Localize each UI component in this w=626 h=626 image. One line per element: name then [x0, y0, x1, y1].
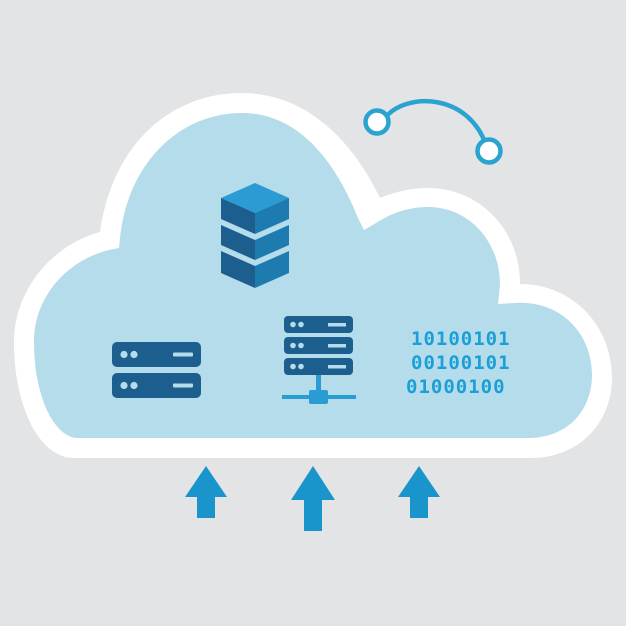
binary-line-3: 01000100 [406, 376, 506, 398]
upload-arrow-icon [185, 466, 227, 518]
upload-arrow-icon [291, 466, 335, 531]
binary-code-block: 10100101 00100101 01000100 [406, 328, 511, 398]
server-rack-icon [112, 342, 201, 398]
binary-line-2: 00100101 [411, 352, 511, 374]
upload-arrow-icon [398, 466, 440, 518]
connection-arc-icon [363, 98, 503, 165]
binary-line-1: 10100101 [411, 328, 511, 350]
network-server-icon [282, 316, 356, 404]
database-stack-icon [221, 183, 289, 288]
